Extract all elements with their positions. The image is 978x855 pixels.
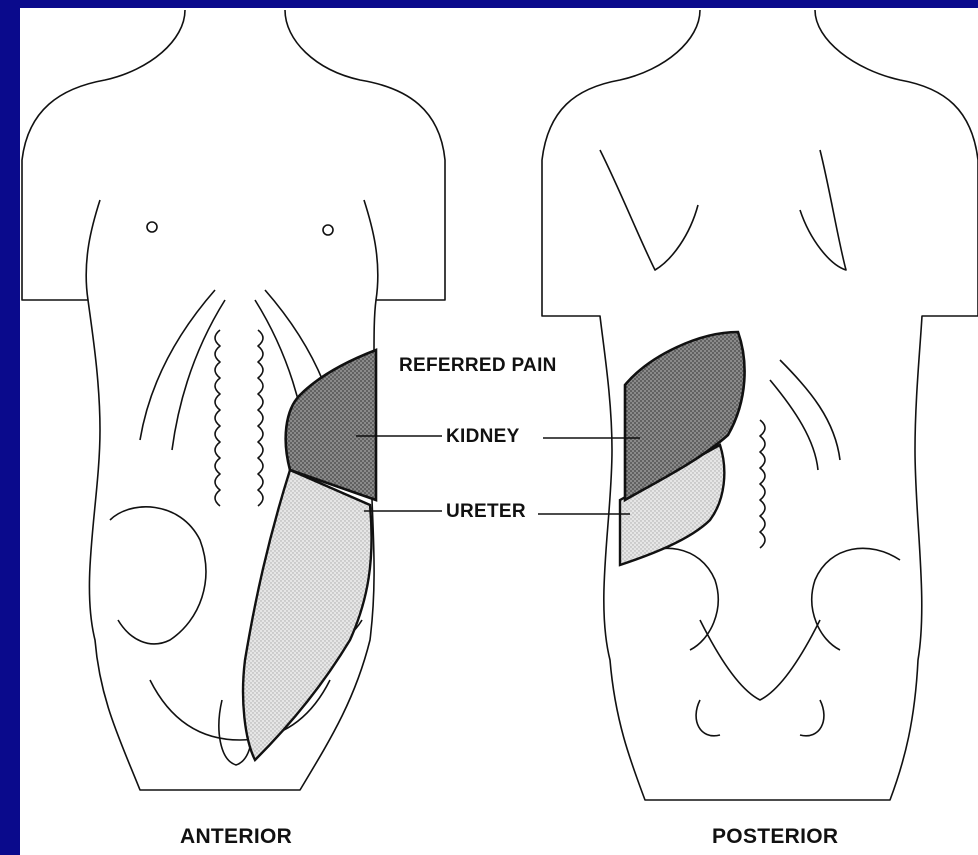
anterior-label: ANTERIOR [180, 825, 292, 849]
posterior-torso-outline [542, 10, 978, 800]
posterior-spine [760, 420, 765, 548]
posterior-label: POSTERIOR [712, 825, 838, 849]
kidney-label: KIDNEY [446, 426, 520, 448]
anterior-spine [215, 330, 263, 506]
anterior-torso-outline [22, 10, 445, 790]
posterior-pelvis [630, 548, 900, 735]
right-nipple [323, 225, 333, 235]
posterior-right-ribs [770, 360, 840, 470]
posterior-right-scapula [800, 150, 846, 270]
ureter-label: URETER [446, 501, 526, 523]
posterior-left-scapula [600, 150, 698, 270]
anterior-right-arm-line [364, 200, 378, 300]
anterior-figure [22, 10, 445, 790]
anterior-left-arm-line [86, 200, 100, 300]
anterior-ureter-zone [243, 470, 372, 760]
referred-pain-label: REFERRED PAIN [399, 355, 557, 377]
left-nipple [147, 222, 157, 232]
posterior-figure [542, 10, 978, 800]
